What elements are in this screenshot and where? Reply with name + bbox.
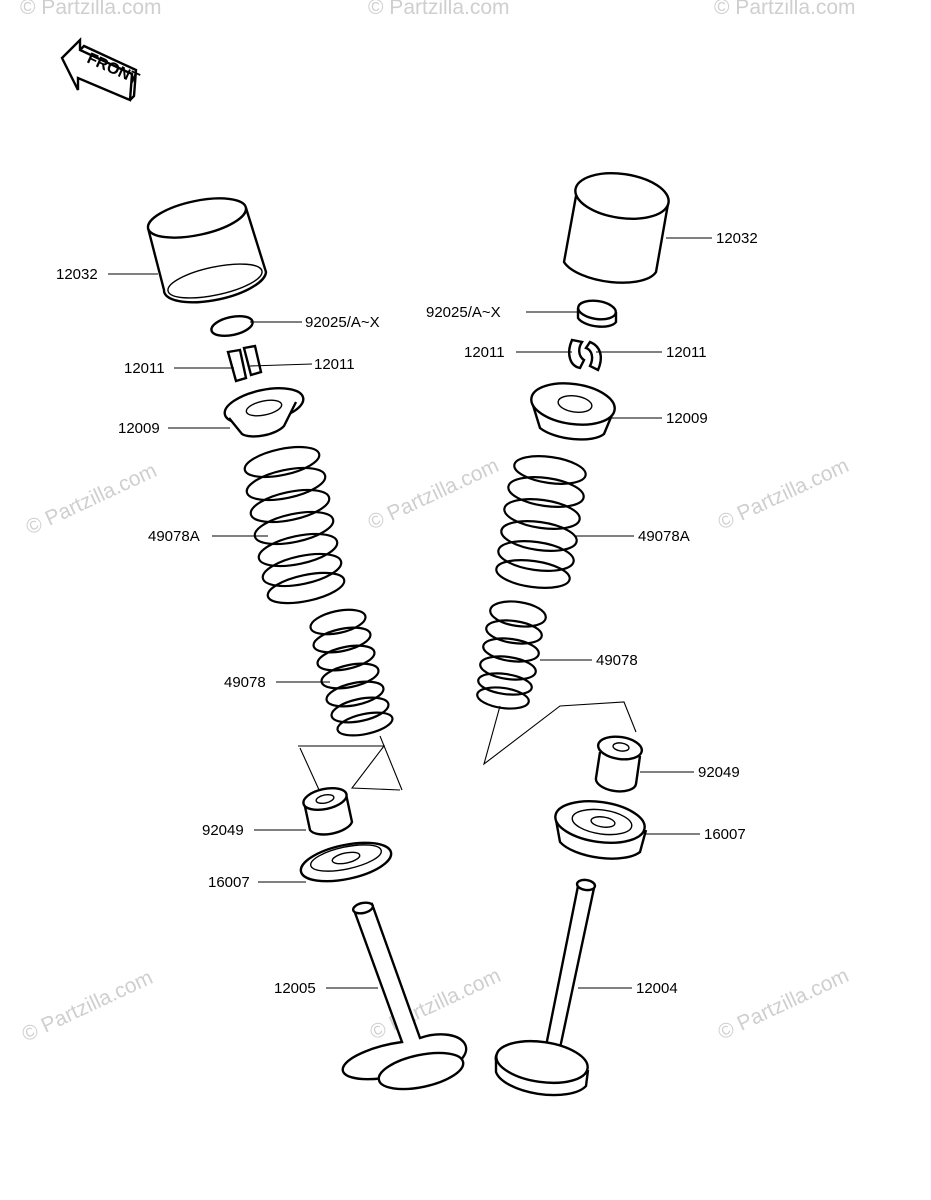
label-12011-left-b: 12011 — [314, 356, 355, 373]
watermark: © Partzilla.com — [714, 0, 856, 19]
watermark: © Partzilla.com — [22, 459, 160, 540]
right-retainer — [530, 382, 616, 441]
label-49078A-right: 49078A — [638, 528, 690, 545]
watermarks: © Partzilla.com © Partzilla.com © Partzi… — [18, 0, 855, 1047]
watermark: © Partzilla.com — [364, 454, 502, 535]
leader-lines — [108, 237, 712, 989]
right-valve-seal — [594, 735, 644, 793]
right-outer-spring — [495, 455, 587, 589]
right-spring-seat — [554, 800, 648, 860]
left-inner-spring — [309, 608, 394, 737]
label-92025-right: 92025/A~X — [426, 304, 501, 321]
watermark: © Partzilla.com — [714, 964, 852, 1045]
right-tappet — [562, 172, 670, 284]
label-12009-left: 12009 — [118, 420, 160, 437]
left-break-leader — [379, 735, 403, 791]
front-arrow-icon: FRONT — [60, 37, 142, 102]
watermark: © Partzilla.com — [368, 0, 510, 19]
left-valve — [341, 901, 468, 1091]
right-valve — [494, 878, 597, 1097]
label-12011-left-a: 12011 — [124, 360, 165, 377]
left-valve-seal — [302, 787, 354, 836]
label-12005: 12005 — [274, 980, 316, 997]
right-keepers — [568, 338, 602, 372]
left-retainer — [223, 387, 305, 438]
left-spring-seat — [299, 841, 393, 883]
label-12032-right: 12032 — [716, 230, 758, 247]
left-tappet — [146, 197, 268, 304]
label-49078-right: 49078 — [596, 652, 638, 669]
label-12011-right-b: 12011 — [666, 344, 707, 361]
right-break-line — [483, 701, 637, 766]
part-labels: 12032 92025/A~X 12011 12011 12009 49078A… — [56, 230, 758, 997]
watermark: © Partzilla.com — [714, 454, 852, 535]
left-break-line — [298, 745, 401, 791]
right-inner-spring — [476, 600, 547, 710]
left-keepers — [226, 344, 263, 383]
label-12004: 12004 — [636, 980, 678, 997]
label-16007-right: 16007 — [704, 826, 746, 843]
label-49078A-left: 49078A — [148, 528, 200, 545]
label-92049-right: 92049 — [698, 764, 740, 781]
left-break-leader — [299, 747, 321, 793]
label-49078-left: 49078 — [224, 674, 266, 691]
label-12032-left: 12032 — [56, 266, 98, 283]
right-shim — [576, 299, 618, 328]
label-92025-left: 92025/A~X — [305, 314, 380, 331]
label-16007-left: 16007 — [208, 874, 250, 891]
label-92049-left: 92049 — [202, 822, 244, 839]
label-12011-right-a: 12011 — [464, 344, 505, 361]
watermark: © Partzilla.com — [18, 966, 156, 1047]
label-12009-right: 12009 — [666, 410, 708, 427]
left-outer-spring — [243, 445, 346, 605]
left-shim — [210, 314, 254, 338]
watermark: © Partzilla.com — [20, 0, 162, 19]
